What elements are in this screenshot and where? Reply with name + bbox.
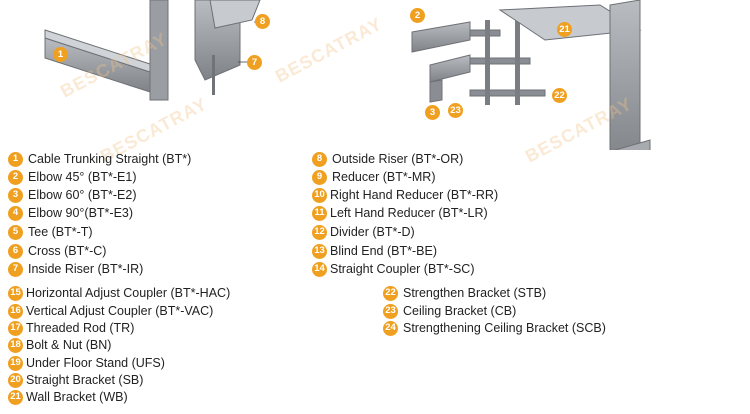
legend-label: Wall Bracket (WB) [26, 390, 128, 404]
callout-badge-1: 1 [53, 47, 68, 62]
legend-label: Outside Riser (BT*-OR) [332, 152, 464, 166]
legend-item-2: 2 Elbow 45° (BT*-E1) [8, 169, 137, 185]
legend-item-24: 24 Strengthening Ceiling Bracket (SCB) [383, 320, 606, 336]
callout-badge-7: 7 [247, 55, 262, 70]
legend-label: Divider (BT*-D) [330, 225, 415, 239]
left-trunking-assembly [44, 0, 261, 101]
legend-number-badge: 3 [8, 187, 23, 203]
callout-badge-2: 2 [410, 8, 425, 23]
legend-number-badge: 18 [8, 337, 23, 353]
callout-badge-8: 8 [255, 14, 270, 29]
legend-label: Cross (BT*-C) [28, 244, 107, 258]
legend-number-badge: 21 [8, 389, 23, 405]
legend-number-badge: 1 [8, 151, 23, 167]
legend-label: Inside Riser (BT*-IR) [28, 262, 144, 276]
legend-number-badge: 20 [8, 372, 23, 388]
legend-item-22: 22 Strengthen Bracket (STB) [383, 285, 546, 301]
legend-item-3: 3 Elbow 60° (BT*-E2) [8, 187, 137, 203]
legend-item-7: 7 Inside Riser (BT*-IR) [8, 261, 143, 277]
legend-number-badge: 9 [312, 169, 327, 185]
legend-label: Elbow 60° (BT*-E2) [28, 188, 137, 202]
legend-label: Straight Bracket (SB) [26, 373, 144, 387]
legend-label: Elbow 90°(BT*-E3) [28, 206, 134, 220]
legend-number-badge: 23 [383, 303, 398, 319]
legend-number-badge: 6 [8, 243, 23, 259]
legend-label: Vertical Adjust Coupler (BT*-VAC) [26, 304, 214, 318]
legend-label: Tee (BT*-T) [28, 225, 93, 239]
legend-number-badge: 22 [383, 285, 398, 301]
legend-number-badge: 8 [312, 151, 327, 167]
legend-item-1: 1 Cable Trunking Straight (BT*) [8, 151, 191, 167]
legend-label: Blind End (BT*-BE) [330, 244, 437, 258]
legend-number-badge: 14 [312, 261, 327, 277]
legend-label: Reducer (BT*-MR) [332, 170, 436, 184]
legend-number-badge: 5 [8, 224, 23, 240]
legend-label: Threaded Rod (TR) [26, 321, 135, 335]
legend-item-8: 8 Outside Riser (BT*-OR) [312, 151, 463, 167]
legend-number-badge: 19 [8, 355, 23, 371]
legend-label: Elbow 45° (BT*-E1) [28, 170, 137, 184]
callout-badge-22: 22 [552, 88, 567, 103]
legend-number-badge: 15 [8, 285, 23, 301]
legend-number-badge: 7 [8, 261, 23, 277]
cable-trunking-illustration [44, 0, 651, 150]
legend-item-5: 5 Tee (BT*-T) [8, 224, 93, 240]
callout-badge-21: 21 [557, 22, 572, 37]
legend-label: Straight Coupler (BT*-SC) [330, 262, 475, 276]
legend-label: Bolt & Nut (BN) [26, 338, 112, 352]
legend-number-badge: 17 [8, 320, 23, 336]
legend-label: Left Hand Reducer (BT*-LR) [330, 206, 488, 220]
legend-number-badge: 10 [312, 187, 327, 203]
legend-label: Right Hand Reducer (BT*-RR) [330, 188, 499, 202]
legend-number-badge: 4 [8, 205, 23, 221]
legend-label: Strengthening Ceiling Bracket (SCB) [403, 321, 606, 335]
legend-label: Strengthen Bracket (STB) [403, 286, 547, 300]
callout-badge-23: 23 [448, 103, 463, 118]
legend-number-badge: 24 [383, 320, 398, 336]
legend-number-badge: 13 [312, 243, 327, 259]
legend-number-badge: 12 [312, 224, 327, 240]
legend-number-badge: 16 [8, 303, 23, 319]
legend-number-badge: 2 [8, 169, 23, 185]
right-trunking-assembly [411, 0, 651, 150]
callout-badge-3: 3 [425, 105, 440, 120]
legend-label: Ceiling Bracket (CB) [403, 304, 517, 318]
legend-item-4: 4 Elbow 90°(BT*-E3) [8, 205, 133, 221]
legend-item-23: 23 Ceiling Bracket (CB) [383, 303, 516, 319]
legend-label: Under Floor Stand (UFS) [26, 356, 165, 370]
legend-label: Cable Trunking Straight (BT*) [28, 152, 192, 166]
legend-number-badge: 11 [312, 205, 327, 221]
legend-item-6: 6 Cross (BT*-C) [8, 243, 106, 259]
legend-label: Horizontal Adjust Coupler (BT*-HAC) [26, 286, 231, 300]
legend-item-9: 9 Reducer (BT*-MR) [312, 169, 436, 185]
